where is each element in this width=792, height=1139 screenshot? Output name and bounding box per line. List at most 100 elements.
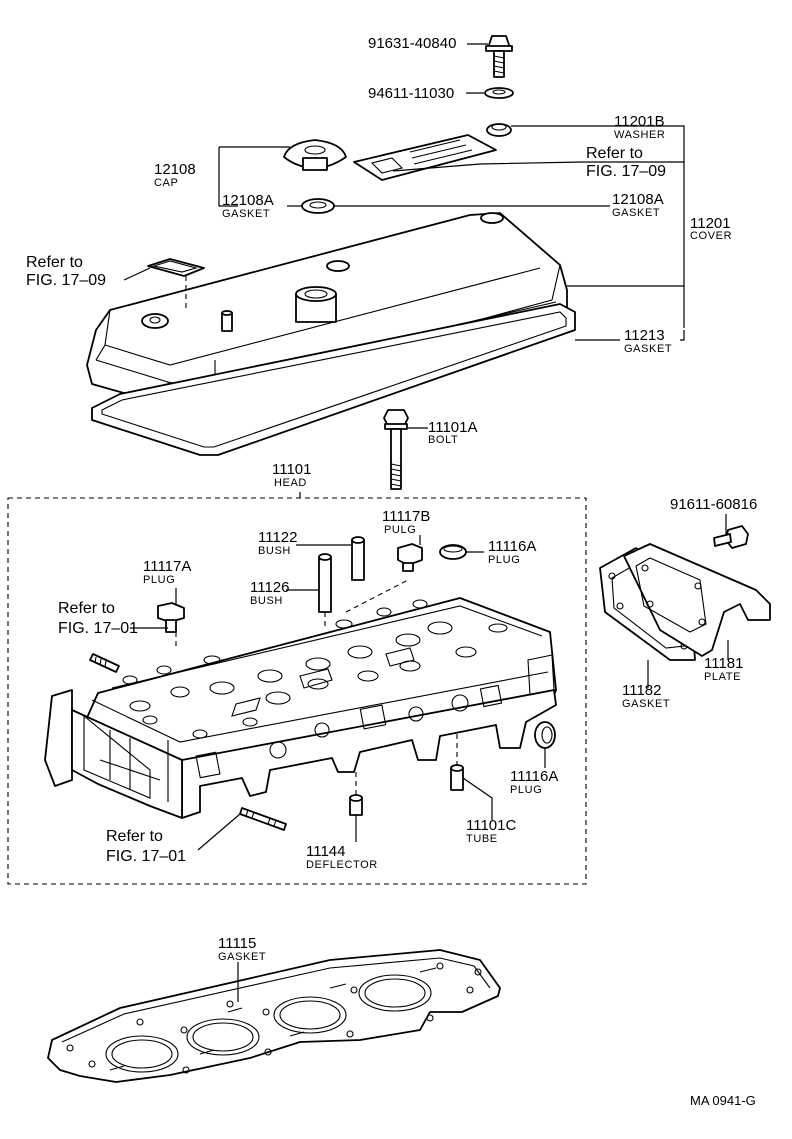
part-number: 94611-11030: [368, 85, 454, 102]
part-label-91611: 91611-60816: [670, 496, 757, 513]
reference-line-2: FIG. 17–01: [106, 848, 186, 865]
tube-11101c-drawing: [450, 764, 464, 791]
part-label-11122: 11122 BUSH: [258, 529, 298, 557]
bolt-11101a-drawing: [383, 409, 409, 490]
part-label-91631: 91631-40840: [368, 35, 456, 52]
part-label-12108a-left: 12108A GASKET: [222, 192, 274, 220]
part-name: PLUG: [510, 784, 542, 796]
head-assembly-dashed-box: [7, 497, 587, 885]
part-number: 11116A: [488, 538, 536, 555]
part-number: 91611-60816: [670, 496, 757, 513]
part-name: TUBE: [466, 833, 498, 845]
part-label-11116a-top: 11116A PLUG: [488, 538, 536, 566]
part-name: DEFLECTOR: [306, 859, 378, 871]
part-label-11182: 11182 GASKET: [622, 682, 670, 710]
part-label-11126: 11126 BUSH: [250, 579, 290, 607]
stud-top-drawing: [89, 653, 120, 673]
part-number: 11144: [306, 843, 346, 860]
part-label-11144: 11144 DEFLECTOR: [306, 843, 378, 871]
part-name: PULG: [384, 524, 416, 536]
leader-lines: [130, 43, 729, 1002]
part-number: 11181: [704, 655, 744, 672]
reference-note-d: Refer to FIG. 17–01: [106, 828, 186, 865]
bolt-91611-drawing: [713, 525, 749, 549]
part-name: GASKET: [622, 698, 670, 710]
part-name: PLUG: [488, 554, 520, 566]
part-number: 11122: [258, 529, 298, 546]
label-plate-drawing: [353, 134, 497, 181]
part-number: 11126: [250, 579, 290, 596]
gasket-11213-drawing: [91, 303, 576, 456]
part-label-12108a-right: 12108A GASKET: [612, 191, 664, 219]
stud-bottom-drawing: [239, 807, 287, 831]
part-name: PLATE: [704, 671, 741, 683]
reference-line-2: FIG. 17–09: [586, 163, 666, 180]
washer-94611-drawing: [484, 87, 514, 99]
part-number: 91631-40840: [368, 35, 456, 52]
part-number: 11201: [690, 215, 731, 232]
plug-11117a-drawing: [157, 602, 185, 633]
reference-note-c: Refer to FIG. 17–01: [58, 600, 138, 637]
part-name: BOLT: [428, 434, 458, 446]
part-number: 11182: [622, 682, 662, 699]
part-name: WASHER: [614, 129, 665, 141]
part-number: 11116A: [510, 768, 558, 785]
part-name: COVER: [690, 230, 732, 242]
part-number: 11101A: [428, 419, 478, 436]
part-name: GASKET: [624, 343, 672, 355]
gasket-12108a-drawing: [301, 198, 335, 214]
part-label-11117b: 11117B PULG: [382, 508, 430, 536]
part-name: PLUG: [143, 574, 175, 586]
bush-11126-drawing: [318, 553, 332, 613]
reference-note-b: Refer to FIG. 17–09: [26, 254, 106, 289]
part-number: 12108: [154, 161, 196, 178]
part-number: 12108A: [612, 191, 664, 208]
part-label-11181: 11181 PLATE: [704, 655, 744, 683]
reference-line-1: Refer to: [26, 254, 83, 271]
gasket-11115-drawing: [47, 949, 501, 1083]
part-label-11201: 11201 COVER: [690, 215, 732, 242]
part-label-11115: 11115 GASKET: [218, 935, 266, 963]
plug-11116a-bottom-drawing: [534, 721, 556, 749]
part-name: BUSH: [250, 595, 283, 607]
reference-leader: [123, 267, 151, 281]
part-number: 11115: [218, 935, 256, 952]
part-label-11101: 11101 HEAD: [272, 461, 312, 489]
cap-12108-drawing: [283, 139, 347, 171]
deflector-11144-drawing: [349, 794, 363, 816]
bush-11122-drawing: [351, 536, 365, 581]
part-number: 11101: [272, 461, 312, 478]
part-label-94611: 94611-11030: [368, 85, 454, 102]
part-number: 11201B: [614, 113, 665, 130]
reference-note-a: Refer to FIG. 17–09: [586, 145, 666, 180]
part-number: 12108A: [222, 192, 274, 209]
part-name: GASKET: [222, 208, 270, 220]
reference-line-2: FIG. 17–09: [26, 272, 106, 289]
part-number: 11101C: [466, 817, 516, 834]
plug-11117b-drawing: [397, 543, 423, 572]
reference-line-1: Refer to: [58, 600, 115, 617]
part-label-11213: 11213 GASKET: [624, 327, 672, 355]
washer-11201b-drawing: [486, 123, 512, 137]
part-name: GASKET: [612, 207, 660, 219]
figure-code: MA 0941-G: [690, 1093, 756, 1108]
part-name: HEAD: [274, 477, 307, 489]
part-label-12108: 12108 CAP: [154, 161, 196, 189]
plug-11116a-top-drawing: [439, 544, 467, 560]
part-number: 11213: [624, 327, 665, 344]
reference-line-1: Refer to: [586, 145, 643, 162]
part-name: CAP: [154, 177, 178, 189]
part-label-11101a: 11101A BOLT: [428, 419, 478, 446]
part-label-11101c: 11101C TUBE: [466, 817, 516, 845]
part-label-11117a: 11117A PLUG: [143, 558, 191, 586]
cylinder-head-11101-drawing: [44, 579, 557, 819]
reference-line-2: FIG. 17–01: [58, 620, 138, 637]
part-label-11201b: 11201B WASHER: [614, 113, 665, 141]
part-name: BUSH: [258, 545, 291, 557]
part-number: 11117B: [382, 508, 430, 525]
plate-11181-drawing: [623, 543, 771, 657]
part-number: 11117A: [143, 558, 191, 575]
bolt-91631-drawing: [485, 35, 513, 78]
